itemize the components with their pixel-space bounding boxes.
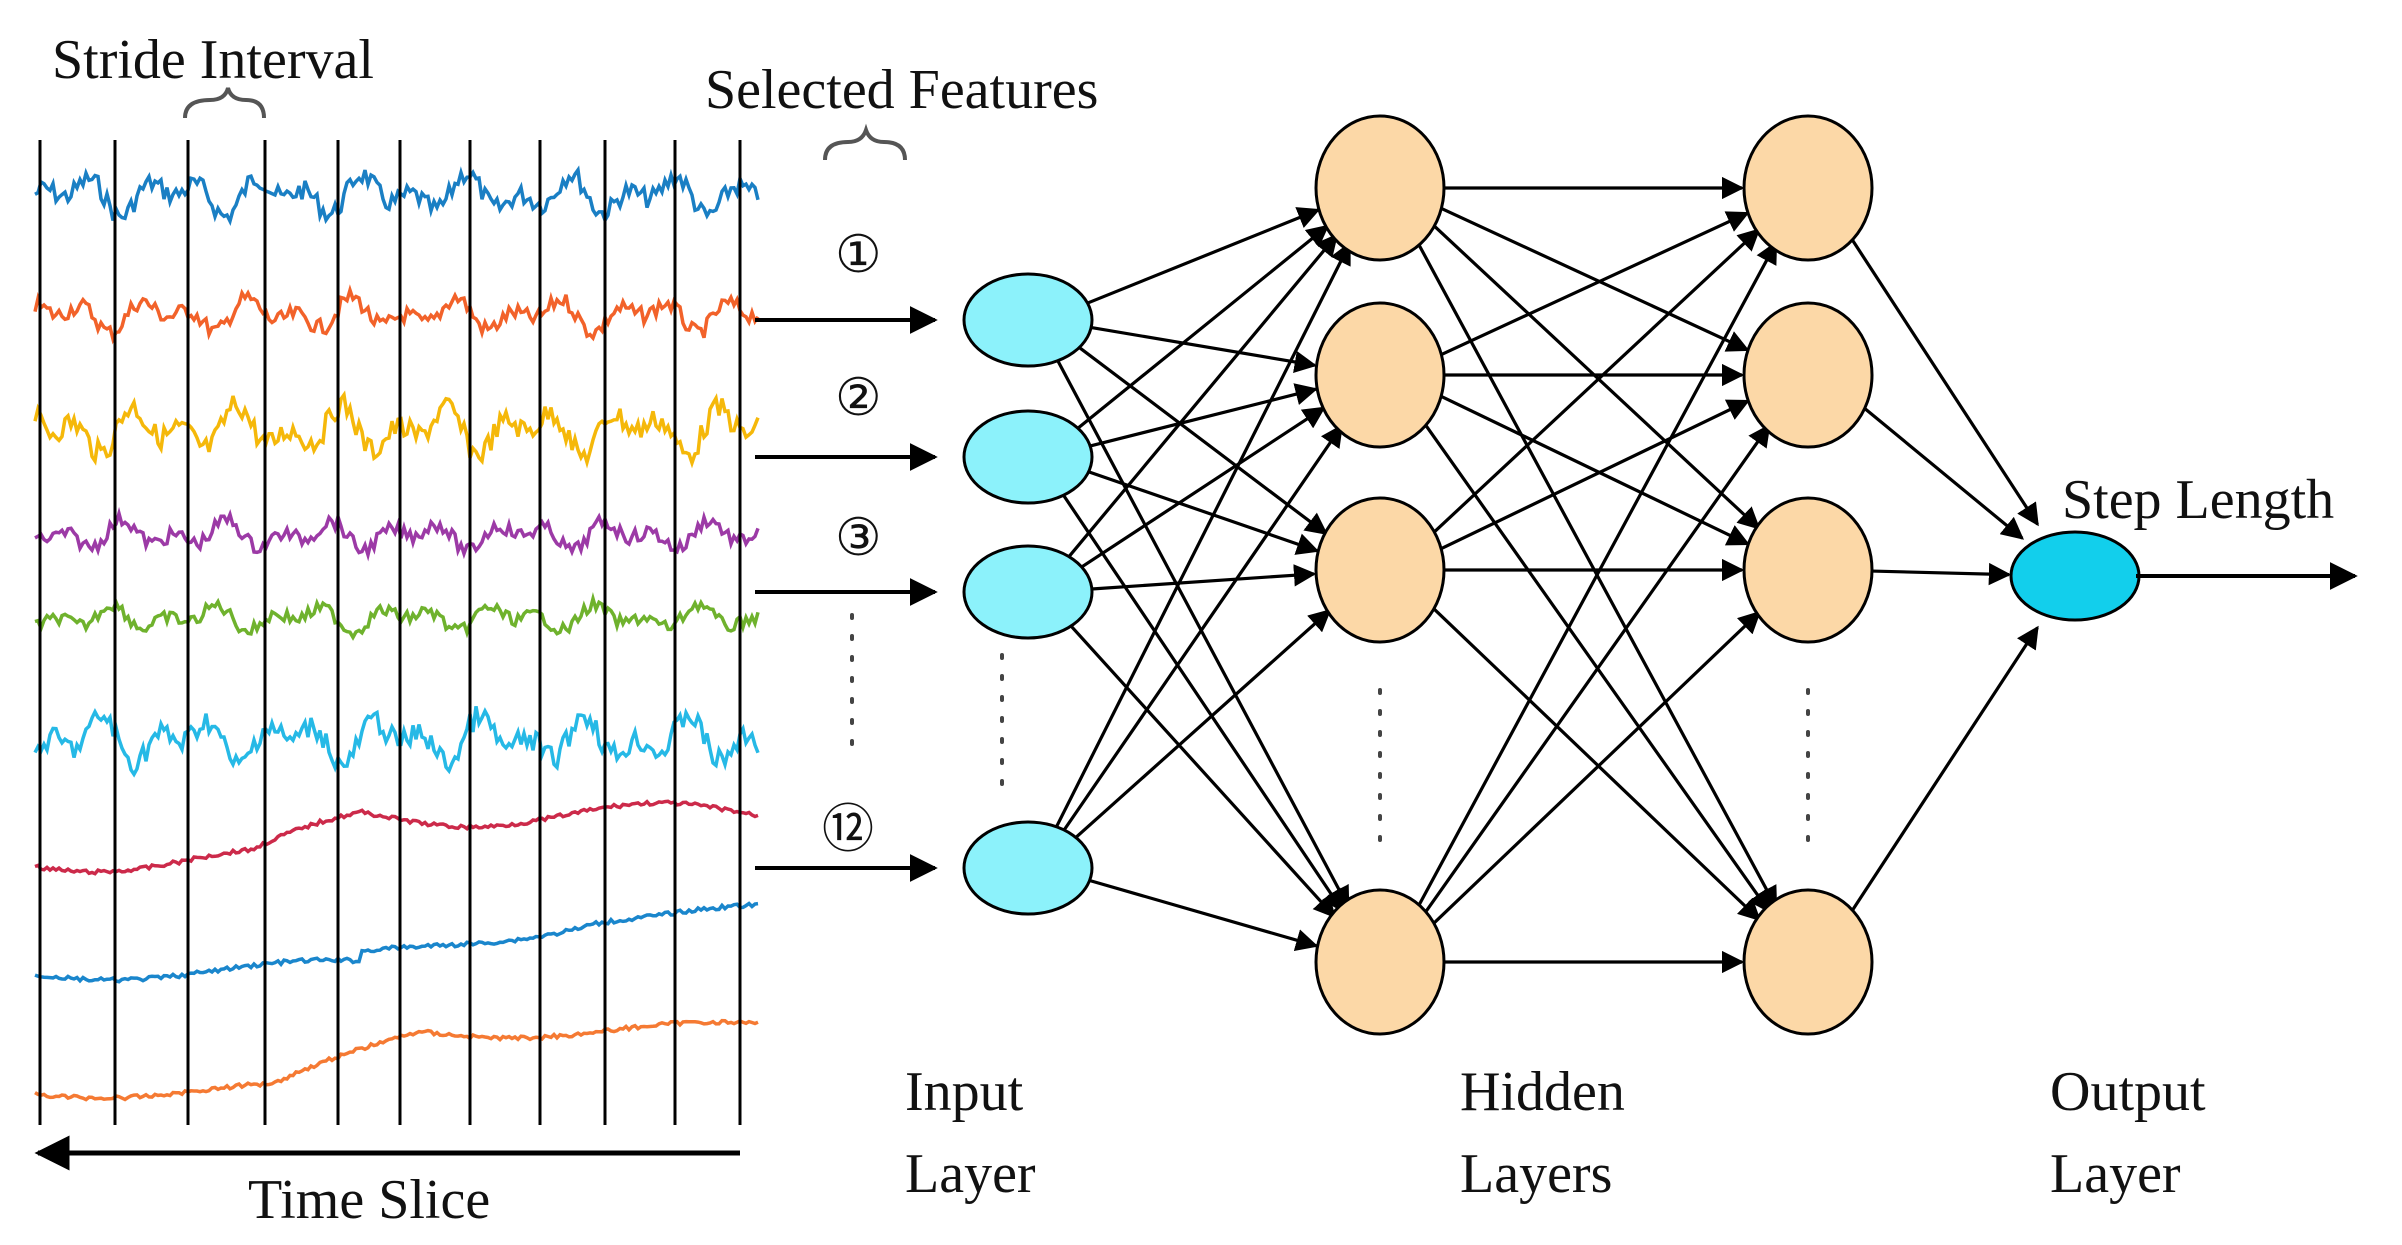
- signal-trace: [33, 390, 760, 469]
- feature-marker-12: ⑫: [822, 802, 874, 859]
- connection-line: [1426, 601, 1761, 922]
- output-layer-label-line2: Layer: [2050, 1143, 2181, 1205]
- hidden-layers-label-line2: Layers: [1460, 1143, 1612, 1205]
- hidden-node: [1742, 301, 1874, 449]
- connection-line: [1067, 233, 1339, 558]
- connection-line: [1085, 207, 1321, 306]
- connection-line: [1076, 224, 1330, 431]
- connection-line: [1416, 423, 1771, 925]
- feature-marker-3: ③: [835, 510, 882, 567]
- input-layer-label-line2: Layer: [905, 1143, 1036, 1205]
- network-nodes: [962, 114, 2141, 1036]
- connection-line: [1087, 878, 1319, 952]
- connection-line: [1437, 399, 1750, 552]
- connection-line: [1842, 226, 2039, 527]
- connection-line: [1062, 494, 1344, 913]
- hidden-node: [1314, 888, 1446, 1036]
- connection-line: [1871, 562, 2012, 586]
- connection-line: [1088, 325, 1317, 374]
- input-layer-label-line1: Input: [905, 1061, 1024, 1123]
- hidden-node: [1314, 301, 1446, 449]
- network-connections: [1055, 176, 2039, 974]
- signal-trace: [34, 165, 760, 227]
- output-layer-label-line1: Output: [2050, 1061, 2206, 1123]
- curly-brace-icon: [823, 123, 907, 161]
- connection-line: [1437, 211, 1750, 358]
- feature-input-arrows: [755, 306, 938, 882]
- feature-marker-2: ②: [835, 370, 882, 427]
- output-node: [2009, 530, 2141, 622]
- step-length-label: Step Length: [2062, 469, 2334, 531]
- signal-trace: [34, 1018, 759, 1102]
- signal-trace: [34, 901, 759, 984]
- connection-line: [1079, 406, 1326, 569]
- connection-line: [1416, 412, 1771, 914]
- connection-line: [1086, 469, 1320, 555]
- hidden-node: [1314, 114, 1446, 262]
- signal-trace: [34, 506, 760, 562]
- signal-trace: [33, 705, 760, 778]
- time-slice-label: Time Slice: [248, 1169, 490, 1231]
- connection-line: [1074, 609, 1332, 840]
- connection-line: [1409, 240, 1778, 921]
- signal-trace: [33, 284, 760, 345]
- selected-features-label: Selected Features: [705, 59, 1098, 121]
- input-node: [962, 820, 1094, 916]
- hidden-layers-label-line1: Hidden: [1460, 1061, 1625, 1123]
- connection-line: [1055, 241, 1352, 828]
- ellipsis-dots: [850, 613, 1810, 852]
- hidden-node: [1314, 496, 1446, 644]
- time-slice-gridlines: [38, 140, 742, 1125]
- input-node: [962, 272, 1094, 368]
- sensor-signals-panel: [33, 165, 760, 1102]
- stride-interval-label: Stride Interval: [52, 29, 374, 91]
- hidden-node: [1742, 114, 1874, 262]
- connection-line: [1437, 393, 1750, 546]
- input-node: [962, 409, 1094, 505]
- curly-brace-icon: [183, 87, 266, 119]
- signal-trace: [34, 591, 760, 641]
- connection-line: [1858, 402, 2024, 540]
- hidden-node: [1742, 888, 1874, 1036]
- signal-trace: [34, 799, 759, 876]
- connection-line: [1087, 383, 1318, 449]
- connection-line: [1843, 625, 2039, 924]
- feature-marker-1: ①: [835, 227, 882, 284]
- hidden-node: [1742, 496, 1874, 644]
- connection-line: [1062, 424, 1343, 832]
- connection-line: [1089, 564, 1317, 591]
- connection-line: [1426, 228, 1761, 540]
- connection-line: [1069, 624, 1337, 919]
- connection-line: [1077, 345, 1328, 536]
- connection-line: [1056, 360, 1350, 909]
- input-node: [962, 544, 1094, 640]
- connection-line: [1437, 205, 1750, 352]
- connection-line: [1426, 610, 1761, 931]
